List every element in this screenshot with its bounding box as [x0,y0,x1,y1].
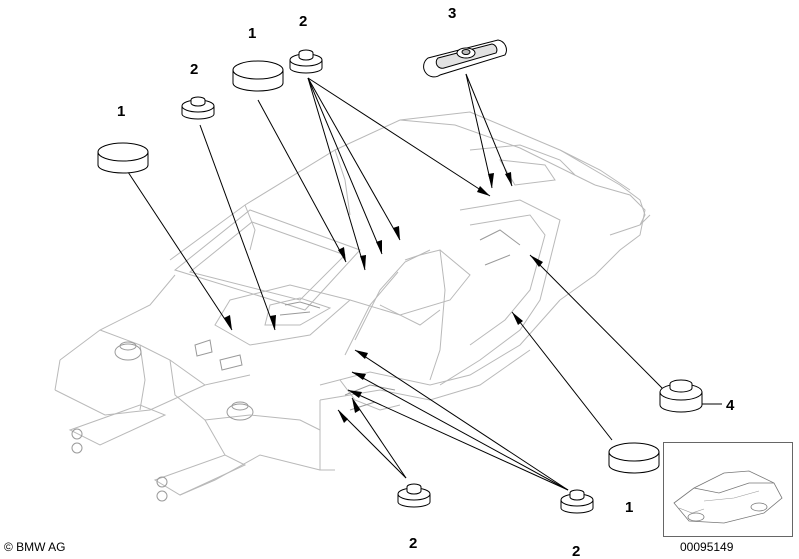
callout-2a: 2 [190,61,198,78]
leader-2b-3 [307,77,401,241]
leader-2d-2 [351,371,569,491]
thumbnail-car-icon [673,470,783,524]
drawing-number: 00095149 [680,540,734,554]
callout-1c: 1 [625,499,633,516]
leader-2b-1 [307,77,366,271]
plug-large-1a [97,142,149,174]
copyright-text: © BMW AG [4,540,66,554]
callout-2b: 2 [299,13,307,30]
leader-2d-1 [354,349,569,491]
arrowheads [224,172,543,423]
callout-1a: 1 [117,103,125,120]
leader-2c-2 [351,397,407,479]
callout-1b: 1 [248,25,256,42]
grommet-stepped-4 [659,379,703,413]
leader-1c [511,311,613,441]
leader-2a [199,124,276,331]
leader-3-2 [465,73,513,187]
leader-4 [529,254,665,391]
grommet-small-2b [289,49,323,74]
plug-large-1c [608,442,660,474]
thumbnail-overview [663,442,793,537]
plug-large-1b [232,60,284,92]
callout-4: 4 [726,397,735,414]
callout-2c: 2 [409,535,417,552]
leader-1a [127,171,233,331]
leader-lines [127,73,665,491]
grommet-small-2c [397,483,431,508]
grommet-small-2a [181,96,215,120]
car-body-shell [54,111,651,502]
leader-2c-1 [337,409,407,479]
callout-labels: 1 2 1 2 3 4 1 2 2 [117,5,735,559]
callout-3: 3 [448,5,456,22]
callout-2d: 2 [572,543,580,559]
leader-2b-2 [307,77,383,255]
grommet-oval-3 [423,39,507,78]
leader-3-1 [465,73,493,189]
leader-2b-4 [307,77,491,197]
leader-2d-3 [347,389,569,491]
leader-1b [257,99,347,263]
grommet-small-2d [560,489,594,514]
